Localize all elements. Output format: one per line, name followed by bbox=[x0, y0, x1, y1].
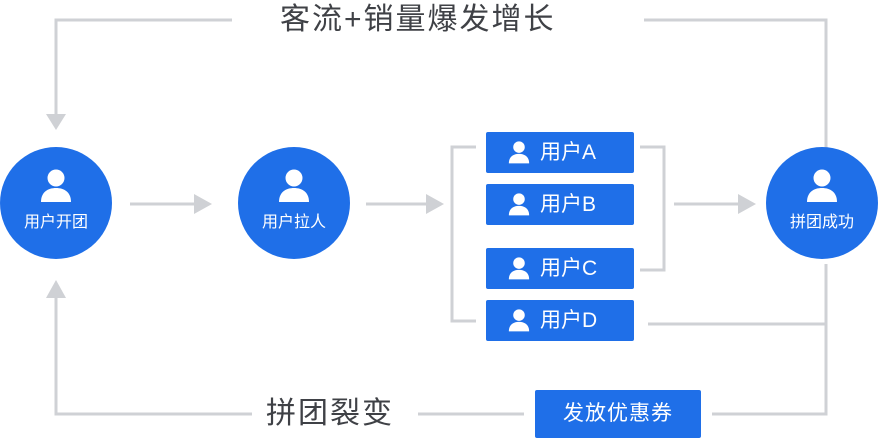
user-icon bbox=[508, 193, 530, 216]
coupon-box: 发放优惠券 bbox=[535, 390, 701, 438]
node-open-group: 用户开团 bbox=[0, 147, 112, 259]
top-loop-line-left bbox=[54, 18, 232, 118]
bottom-loop-line-left bbox=[54, 296, 252, 416]
node-open-group-label: 用户开团 bbox=[23, 214, 88, 231]
user-box-c: 用户C bbox=[486, 248, 634, 289]
arrowhead-top-left bbox=[46, 114, 66, 130]
user-box-c-label: 用户C bbox=[540, 257, 598, 280]
user-icon bbox=[41, 169, 71, 202]
node-invite: 用户拉人 bbox=[238, 147, 350, 259]
user-box-d-label: 用户D bbox=[540, 309, 598, 332]
node-success: 拼团成功 bbox=[766, 147, 878, 259]
bottom-loop-line-right bbox=[712, 264, 828, 416]
top-loop-label: 客流+销量爆发增长 bbox=[280, 3, 556, 36]
user-box-a-label: 用户A bbox=[540, 141, 597, 164]
arrowhead-open-to-invite bbox=[194, 194, 212, 214]
arrowhead-users-to-success bbox=[738, 194, 756, 214]
top-loop-line-right bbox=[644, 18, 828, 148]
user-icon bbox=[508, 141, 530, 164]
node-invite-label: 用户拉人 bbox=[261, 214, 326, 231]
node-success-label: 拼团成功 bbox=[789, 214, 854, 231]
user-icon bbox=[508, 309, 530, 332]
user-box-d: 用户D bbox=[486, 300, 634, 341]
user-box-a: 用户A bbox=[486, 132, 634, 173]
user-box-b-label: 用户B bbox=[540, 193, 597, 216]
user-icon bbox=[807, 169, 837, 202]
left-bracket bbox=[450, 145, 476, 323]
user-box-b: 用户B bbox=[486, 184, 634, 225]
bottom-loop-label: 拼团裂变 bbox=[266, 397, 394, 430]
right-bracket bbox=[640, 145, 666, 272]
user-icon bbox=[279, 169, 309, 202]
arrowhead-invite-to-users bbox=[426, 194, 444, 214]
user-icon bbox=[508, 257, 530, 280]
arrowhead-bottom-left bbox=[46, 280, 66, 298]
